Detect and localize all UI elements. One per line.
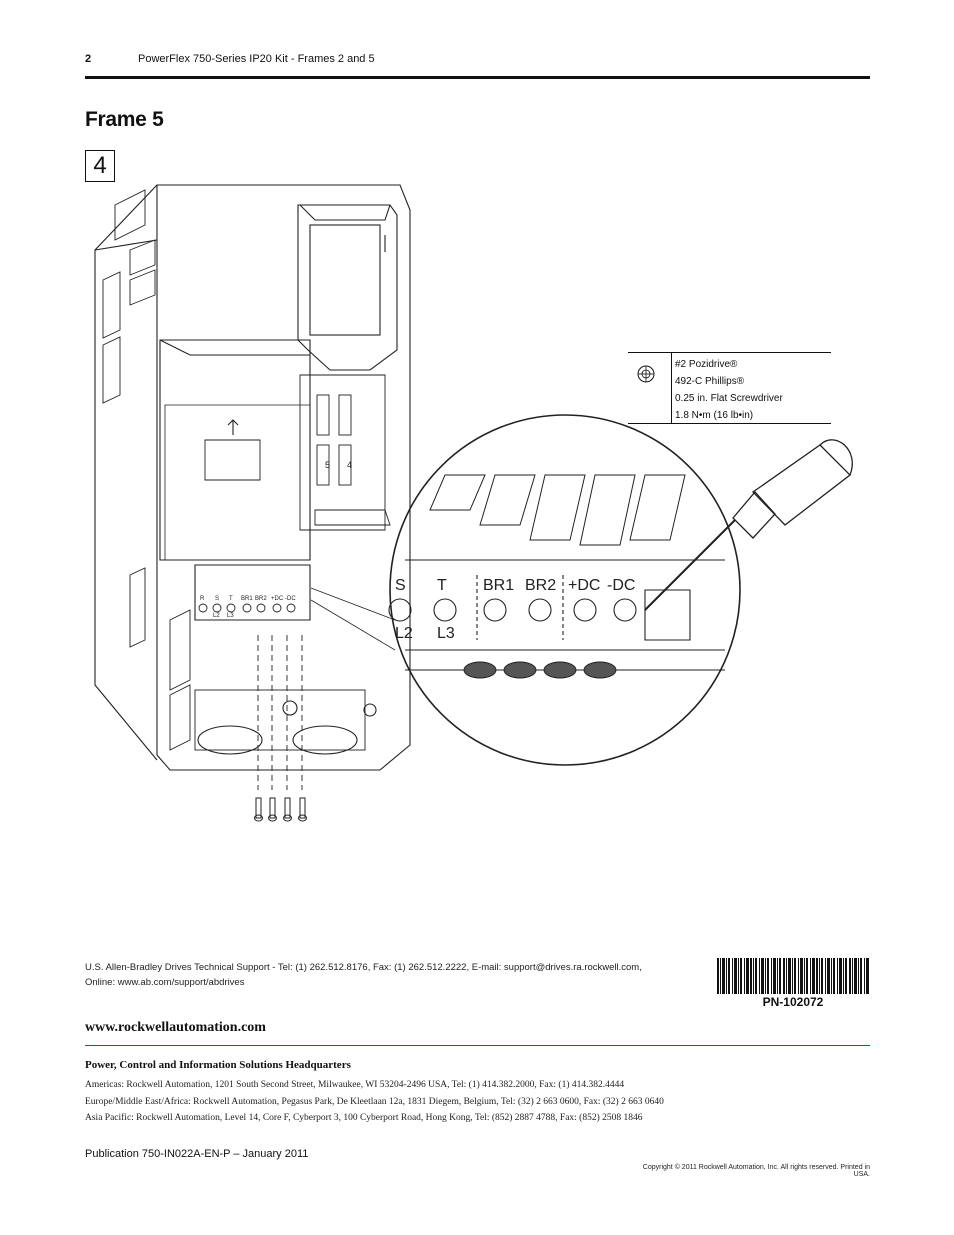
tool-spec-line: #2 Pozidrive® (675, 359, 738, 370)
zoom-label: +DC (568, 577, 600, 594)
barcode (717, 958, 869, 994)
zoom-label: S (395, 577, 406, 594)
terminal-sublabel: L2 (213, 613, 220, 619)
divider-rule (85, 1045, 870, 1046)
zoom-label: -DC (607, 577, 635, 594)
zoom-label: L3 (437, 625, 455, 642)
section-title: Frame 5 (85, 108, 164, 131)
drive-illustration: R S T BR1 BR2 +DC -DC L2 L3 5 4 S T BR1 … (94, 184, 853, 822)
address-line: Americas: Rockwell Automation, 1201 Sout… (85, 1080, 625, 1090)
terminal-label: BR2 (255, 596, 267, 602)
tool-icon-cell (628, 353, 672, 423)
page-number: 2 (85, 53, 92, 65)
header-rule (85, 76, 870, 79)
terminal-label: R (200, 596, 205, 602)
digit-label: 4 (347, 460, 352, 470)
headquarters-addresses: Americas: Rockwell Automation, 1201 Sout… (85, 1077, 664, 1127)
tool-spec-line: 492-C Phillips® (675, 376, 745, 387)
terminal-label: T (229, 596, 233, 602)
terminal-label: -DC (285, 596, 296, 602)
terminal-label: S (215, 596, 219, 602)
headquarters-title: Power, Control and Information Solutions… (85, 1059, 351, 1071)
support-line: U.S. Allen-Bradley Drives Technical Supp… (85, 962, 642, 973)
terminal-label: BR1 (241, 596, 253, 602)
zoom-label: BR2 (525, 577, 556, 594)
zoom-label: L2 (395, 625, 413, 642)
support-contact: U.S. Allen-Bradley Drives Technical Supp… (85, 960, 642, 990)
terminal-sublabel: L3 (227, 613, 234, 619)
zoom-label: T (437, 577, 447, 594)
support-line: Online: www.ab.com/support/abdrives (85, 977, 245, 988)
website-link[interactable]: www.rockwellautomation.com (85, 1020, 266, 1035)
publication-number: Publication 750-IN022A-EN-P – January 20… (85, 1148, 309, 1160)
terminal-label: +DC (271, 596, 284, 602)
header-title: PowerFlex 750-Series IP20 Kit - Frames 2… (138, 53, 375, 65)
copyright-notice: Copyright © 2011 Rockwell Automation, In… (642, 1164, 870, 1178)
part-number: PN-102072 (762, 995, 824, 1009)
zoom-label: BR1 (483, 577, 514, 594)
digit-label: 5 (325, 460, 330, 470)
address-line: Asia Pacific: Rockwell Automation, Level… (85, 1113, 643, 1123)
tool-spec-line: 1.8 N•m (16 lb•in) (675, 410, 754, 421)
tool-spec-lines: #2 Pozidrive® 492-C Phillips® 0.25 in. F… (675, 356, 783, 424)
tool-spec-line: 0.25 in. Flat Screwdriver (675, 393, 783, 404)
address-line: Europe/Middle East/Africa: Rockwell Auto… (85, 1096, 664, 1107)
screw-head-icon (637, 365, 655, 383)
step-number-box: 4 (85, 150, 115, 182)
tool-table: #2 Pozidrive® 492-C Phillips® 0.25 in. F… (628, 352, 831, 424)
